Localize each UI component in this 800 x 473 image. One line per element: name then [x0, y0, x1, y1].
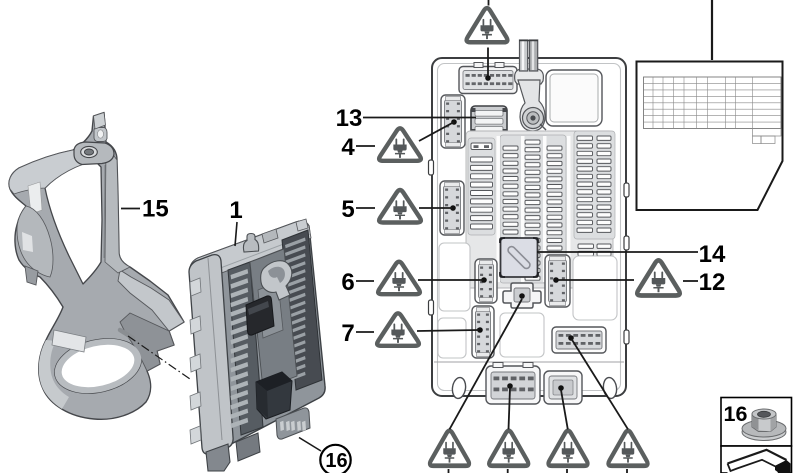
svg-text:12: 12 — [699, 269, 726, 296]
svg-text:15: 15 — [142, 196, 169, 223]
svg-text:13: 13 — [336, 105, 363, 132]
svg-text:1: 1 — [229, 197, 242, 224]
svg-text:6: 6 — [341, 269, 354, 296]
svg-text:7: 7 — [341, 320, 354, 347]
svg-text:14: 14 — [699, 241, 726, 268]
svg-text:4: 4 — [341, 134, 355, 161]
svg-text:5: 5 — [341, 196, 354, 223]
svg-text:16: 16 — [724, 402, 748, 426]
svg-text:16: 16 — [325, 450, 347, 472]
